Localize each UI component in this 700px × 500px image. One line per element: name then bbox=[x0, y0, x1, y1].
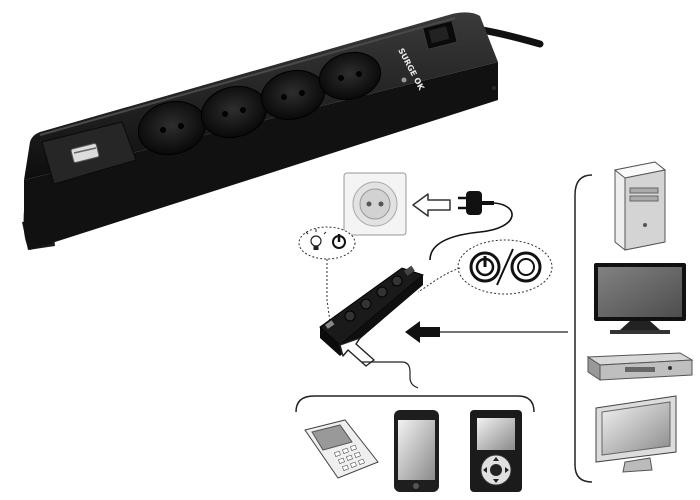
power-cable bbox=[478, 26, 544, 48]
wall-socket bbox=[343, 172, 407, 236]
surge-led-icon bbox=[401, 77, 407, 83]
feature-phone bbox=[304, 419, 379, 479]
dvd-player bbox=[586, 352, 694, 381]
plug-icon bbox=[458, 191, 494, 215]
slash-divider bbox=[496, 248, 514, 286]
usb-connector-line bbox=[362, 361, 419, 389]
lightbulb-icon bbox=[305, 229, 327, 250]
plug-in-arrow bbox=[412, 193, 451, 217]
smartphone bbox=[394, 410, 439, 492]
socket-1 bbox=[137, 100, 207, 156]
device-input-arrow bbox=[405, 321, 440, 343]
bottom-device-bracket bbox=[295, 395, 535, 413]
power-symbol-small-icon bbox=[332, 234, 346, 249]
power-strip-product: SURGE OK bbox=[22, 12, 544, 250]
switch-callout bbox=[417, 239, 553, 295]
right-device-bracket bbox=[574, 174, 593, 483]
usb-port-module bbox=[41, 121, 137, 185]
media-player bbox=[470, 410, 522, 492]
power-off-icon bbox=[510, 251, 542, 283]
strip-front-face bbox=[23, 62, 498, 250]
power-strip-illustration bbox=[319, 265, 425, 356]
desktop-tower bbox=[613, 161, 667, 251]
flat-tv bbox=[594, 263, 686, 334]
power-switch bbox=[422, 20, 458, 50]
indicator-callout bbox=[298, 226, 356, 323]
power-on-icon bbox=[469, 251, 501, 283]
usb-input-arrow bbox=[339, 337, 375, 367]
lcd-monitor bbox=[595, 395, 677, 473]
socket-2 bbox=[200, 85, 268, 139]
strip-cable bbox=[429, 202, 513, 261]
socket-4 bbox=[318, 51, 382, 101]
